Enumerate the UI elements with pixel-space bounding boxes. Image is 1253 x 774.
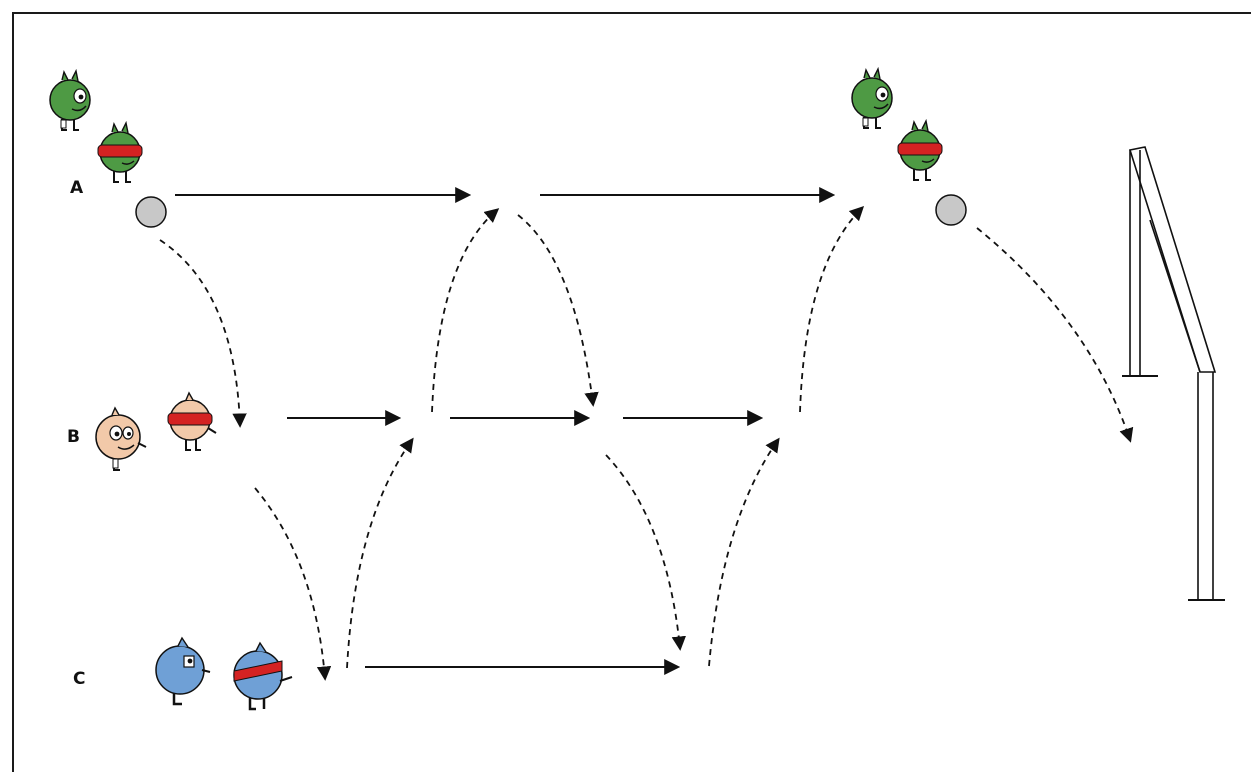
diagram-frame [12,12,1251,772]
dashed-arrows [159,205,1134,681]
pass-arrow-7 [708,437,780,667]
ball-icon-2 [935,194,967,226]
player-b-1-icon [95,407,147,471]
pass-arrow-1 [159,239,247,428]
pass-arrow-4 [431,208,500,413]
pass-arrow-5 [517,214,599,407]
player-c-2-bib-icon [232,641,294,711]
pass-arrow-3 [346,437,414,669]
goal-icon [1122,146,1225,601]
row-label-c: C [73,669,85,689]
pass-arrow-8 [799,205,865,413]
player-a-4-bib-icon [897,120,943,181]
player-a-2-bib-icon [97,122,143,183]
player-c-1-icon [154,636,212,706]
ball-icon [135,196,167,228]
pass-arrow-2 [254,487,332,681]
player-a-3-icon [851,68,893,129]
pass-arrow-6 [605,454,686,651]
row-label-a: A [70,178,84,198]
shot-arrow [976,227,1134,443]
row-label-b: B [67,427,80,447]
player-a-1-icon [49,70,91,131]
player-b-2-bib-icon [167,392,217,451]
solid-arrows [175,187,836,675]
